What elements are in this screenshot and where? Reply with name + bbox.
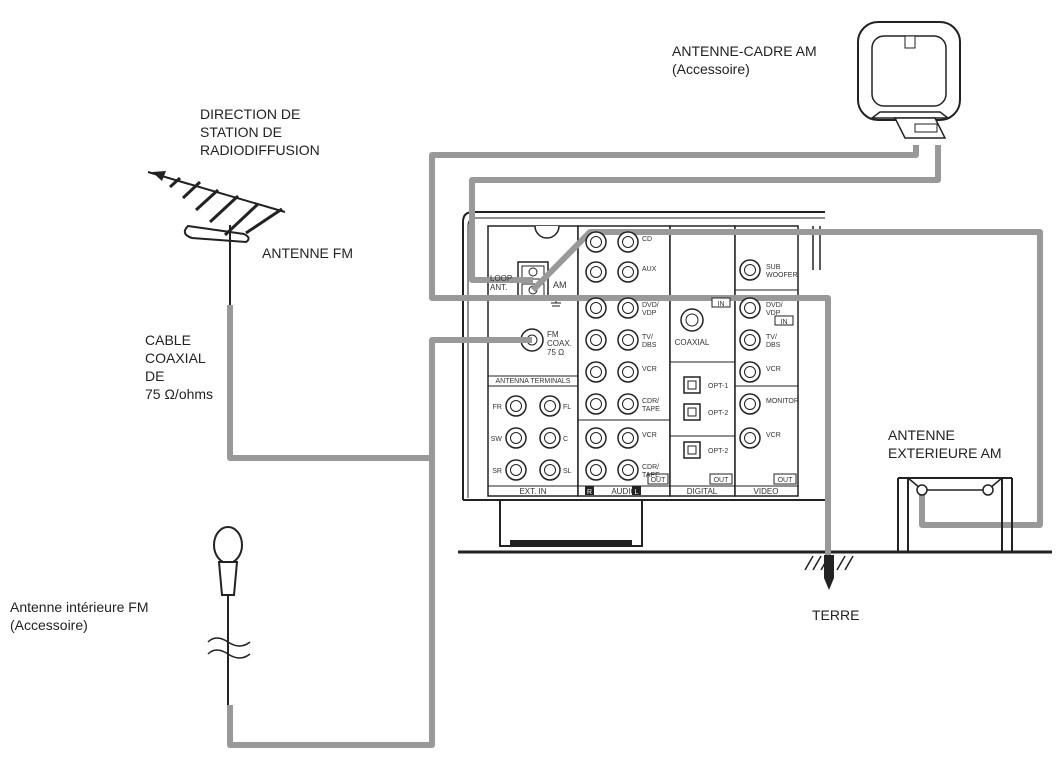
- ground-label: TERRE: [812, 607, 860, 623]
- audio-input-label: DVD/VDP: [642, 302, 659, 317]
- ext-in-jack: [539, 459, 561, 481]
- am-loop-antenna: [857, 21, 961, 139]
- video-jack: [739, 329, 761, 351]
- am-terminal-label: AM: [553, 280, 567, 290]
- audio-input-label: VCR: [642, 432, 657, 439]
- optical-jack: [683, 376, 701, 394]
- audio-out-badge: OUT: [651, 477, 667, 484]
- video-jack: [739, 297, 761, 319]
- am-loop-cable-right: [469, 145, 941, 283]
- optical-jack: [683, 403, 701, 421]
- optical-label: OPT-1: [708, 383, 728, 390]
- audio-jack-r: [585, 297, 607, 319]
- audio-jacks: CD AUX DVD/VDP TV/DBS VCR CDR/TAPE VCR CDR/TAPE: [585, 231, 660, 481]
- ext-in-jack: [539, 427, 561, 449]
- audio-jack-r: [585, 393, 607, 415]
- am-loop-antenna-label: ANTENNE-CADRE AM (Accessoire): [672, 43, 817, 77]
- outdoor-am-cable: [530, 229, 1043, 528]
- indoor-fm-antenna: [207, 526, 251, 705]
- audio-jack-l: [617, 361, 639, 383]
- audio-input-label: TV/DBS: [642, 334, 657, 349]
- audio-jack-r: [585, 427, 607, 449]
- receiver-foot: [499, 499, 643, 547]
- digital-coaxial-jack: [680, 308, 704, 332]
- video-jack: [739, 259, 761, 281]
- optical-label: OPT-2: [708, 448, 728, 455]
- broadcast-direction-arrow: [152, 171, 189, 185]
- audio-jack-l: [617, 459, 639, 481]
- audio-jack-l: [617, 231, 639, 253]
- audio-jack-l: [617, 261, 639, 283]
- ext-in-jack: [539, 395, 561, 417]
- indoor-fm-cable: [227, 458, 435, 748]
- indoor-fm-antenna-label: Antenne intérieure FM (Accessoire): [10, 599, 149, 633]
- ext-channel-label: SL: [563, 468, 572, 475]
- audio-r-label: R: [587, 489, 592, 496]
- digital-out-badge: OUT: [714, 477, 730, 484]
- video-in-badge: IN: [781, 319, 788, 326]
- audio-jack-l: [617, 297, 639, 319]
- audio-jack-r: [585, 231, 607, 253]
- broadcast-direction-label: DIRECTION DE STATION DE RADIODIFFUSION: [200, 106, 320, 158]
- video-jack: [739, 361, 761, 383]
- antenna-terminals-label: ANTENNA TERMINALS: [496, 378, 571, 385]
- ext-channel-label: SR: [492, 468, 502, 475]
- audio-jack-r: [585, 361, 607, 383]
- video-input-label: TV/DBS: [766, 334, 781, 349]
- audio-input-label: CDR/TAPE: [642, 398, 660, 413]
- ext-in-jack: [505, 459, 527, 481]
- digital-label: DIGITAL: [687, 487, 718, 496]
- audio-jack-r: [585, 459, 607, 481]
- ext-in-jacks: FR FL SW C SR SL: [491, 395, 572, 481]
- fm-coax-cable: [227, 305, 532, 461]
- video-input-label: VCR: [766, 432, 781, 439]
- video-label: VIDEO: [754, 487, 779, 496]
- outdoor-am-antenna-label: ANTENNE EXTERIEURE AM: [888, 427, 1002, 461]
- audio-jack-r: [585, 329, 607, 351]
- audio-label: AUDIO: [611, 487, 636, 496]
- video-out-badge: OUT: [778, 477, 794, 484]
- video-input-label: VCR: [766, 366, 781, 373]
- audio-jack-l: [617, 427, 639, 449]
- ext-in-jack: [505, 395, 527, 417]
- fm-antenna-label: ANTENNE FM: [262, 245, 353, 261]
- audio-input-label: CDR/TAPE: [642, 464, 660, 479]
- audio-l-label: L: [635, 489, 639, 496]
- am-loop-cable-left: [429, 145, 919, 555]
- ext-channel-label: FR: [493, 404, 502, 411]
- video-jack: [739, 393, 761, 415]
- audio-jack-l: [617, 393, 639, 415]
- audio-jack-r: [585, 261, 607, 283]
- ext-in-jack: [505, 427, 527, 449]
- video-jack: [739, 427, 761, 449]
- coaxial-label: COAXIAL: [675, 338, 710, 347]
- video-input-label: MONITOR: [766, 398, 799, 405]
- audio-jack-l: [617, 329, 639, 351]
- antenna-cables: [227, 145, 1043, 748]
- digital-section: [669, 225, 736, 497]
- digital-in-badge: IN: [718, 301, 725, 308]
- ext-channel-label: C: [563, 436, 568, 443]
- video-input-label: DVD/VDP: [766, 302, 783, 317]
- fm-outdoor-antenna: [147, 171, 286, 305]
- optical-jack: [683, 441, 701, 459]
- audio-input-label: VCR: [642, 366, 657, 373]
- ext-channel-label: FL: [563, 404, 571, 411]
- outdoor-am-antenna: [897, 477, 1013, 552]
- ext-in-label: EXT. IN: [519, 487, 546, 496]
- ground-rod: [804, 555, 854, 590]
- ext-channel-label: SW: [491, 436, 503, 443]
- optical-label: OPT-2: [708, 410, 728, 417]
- audio-input-label: AUX: [642, 266, 657, 273]
- audio-input-label: CD: [642, 236, 652, 243]
- coax-cable-label: CABLE COAXIAL DE 75 Ω/ohms: [145, 332, 214, 402]
